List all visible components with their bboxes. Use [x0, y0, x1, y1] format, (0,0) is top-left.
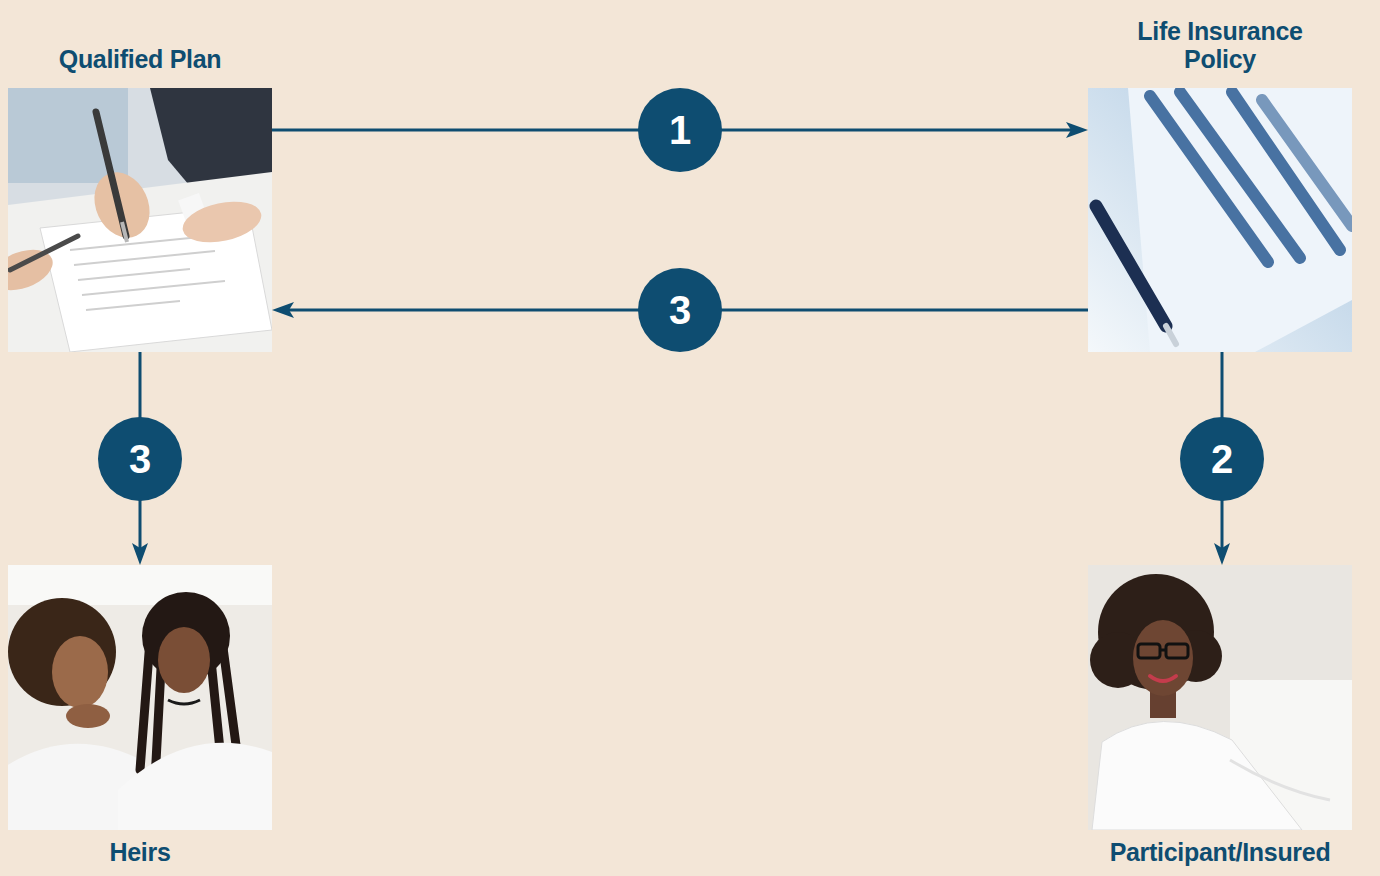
heading-group: Participant/Insured — [1070, 838, 1370, 867]
resting-hand — [179, 195, 265, 249]
second-pen — [10, 236, 78, 270]
photo-node: Participant/Insured — [1088, 565, 1352, 830]
face — [52, 636, 108, 708]
flow-arrow — [272, 302, 1088, 318]
pen-tip — [122, 222, 127, 242]
connector-line — [1221, 352, 1224, 553]
arrowhead — [132, 543, 148, 565]
hand — [66, 704, 110, 728]
glasses — [1166, 644, 1188, 658]
connector-line — [139, 352, 142, 553]
pen — [96, 112, 126, 236]
flow-arrow — [272, 122, 1088, 138]
node-heading: Heirs — [5, 838, 275, 867]
participant-photo — [1088, 565, 1352, 830]
face — [158, 627, 210, 693]
choker — [168, 700, 200, 704]
sleeve-fold — [1230, 760, 1330, 800]
heading-group: Life Insurance Policy — [1105, 17, 1335, 75]
shirt — [118, 743, 272, 830]
connector-line — [284, 309, 1088, 312]
flow-arrow — [132, 352, 148, 565]
heading-group: Heirs — [5, 838, 275, 867]
arrowhead — [1066, 122, 1088, 138]
glasses — [1160, 649, 1166, 652]
window-light — [8, 565, 272, 605]
photo-ground — [1088, 88, 1352, 352]
smile — [1150, 676, 1176, 681]
photo-node: Life Insurance Policy — [1088, 88, 1352, 352]
photo-node: Heirs — [8, 565, 272, 830]
face — [1133, 620, 1193, 696]
node-heading: Participant/Insured — [1070, 838, 1370, 867]
paper-lines — [70, 237, 225, 310]
glasses — [1138, 644, 1160, 658]
callout-number: 3 — [638, 268, 722, 352]
callout-number: 1 — [638, 88, 722, 172]
heading-group: Qualified Plan — [5, 45, 275, 74]
arrowhead — [1214, 543, 1230, 565]
photo-ground — [8, 88, 272, 352]
document-print — [1262, 100, 1352, 226]
signing-photo — [8, 88, 272, 352]
callout-number: 2 — [1180, 417, 1264, 501]
heirs-photo — [8, 565, 272, 830]
node-heading: Life Insurance Policy — [1105, 17, 1335, 75]
pen — [1096, 206, 1166, 326]
policy-photo — [1088, 88, 1352, 352]
photo-ground — [1088, 565, 1352, 830]
flow-arrow — [1214, 352, 1230, 565]
connector-line — [272, 129, 1076, 132]
photo-node: Qualified Plan — [8, 88, 272, 352]
shirt — [1092, 721, 1302, 830]
pen-tip — [1166, 326, 1176, 344]
node-heading: Qualified Plan — [5, 45, 275, 74]
callout-number: 3 — [98, 417, 182, 501]
arrowhead — [272, 302, 294, 318]
